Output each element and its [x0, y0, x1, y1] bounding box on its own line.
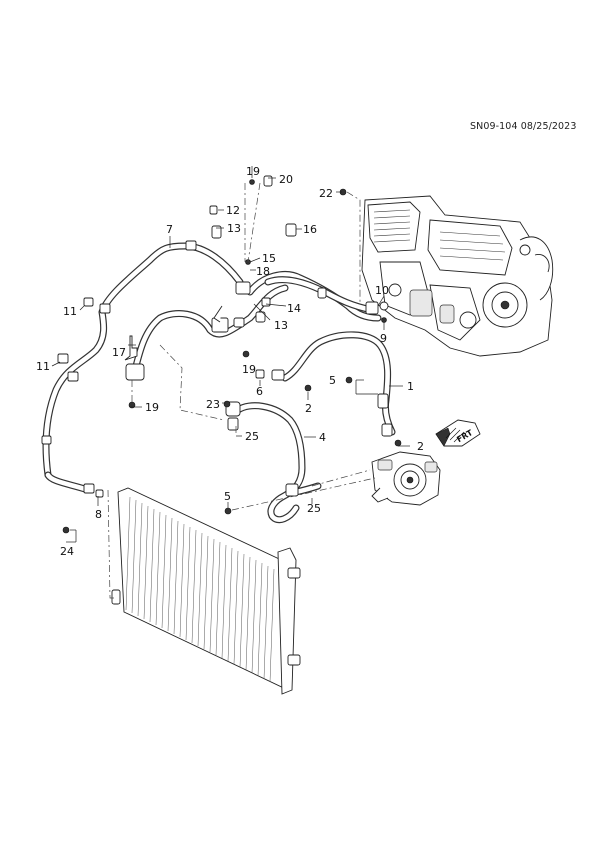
callout-23: 23 — [206, 398, 220, 411]
callout-17: 17 — [112, 346, 126, 359]
callout-5-lower: 5 — [224, 490, 231, 503]
callout-11-lower: 11 — [36, 360, 50, 373]
callout-1: 1 — [407, 380, 414, 393]
ac-compressor — [371, 451, 441, 506]
callout-12: 12 — [226, 204, 240, 217]
callout-6: 6 — [256, 385, 263, 398]
callout-8: 8 — [95, 508, 102, 521]
callout-11-upper: 11 — [63, 305, 77, 318]
callout-2-lower: 2 — [417, 440, 424, 453]
callout-19-left: 19 — [145, 401, 159, 414]
refrigerant-hoses — [42, 242, 396, 524]
callout-18: 18 — [256, 265, 270, 278]
callout-25-lower: 25 — [307, 502, 321, 515]
callout-9: 9 — [380, 332, 387, 345]
callout-16: 16 — [303, 223, 317, 236]
callout-15: 15 — [262, 252, 276, 265]
callout-14: 14 — [287, 302, 301, 315]
dashed-reference-lines — [107, 182, 376, 599]
callout-4: 4 — [319, 431, 326, 444]
callout-20: 20 — [279, 173, 293, 186]
callout-19-middle: 19 — [242, 363, 256, 376]
front-direction-arrow: FRT — [435, 419, 481, 447]
callout-13-upper: 13 — [227, 222, 241, 235]
callout-25-upper: 25 — [245, 430, 259, 443]
callout-5-upper: 5 — [329, 374, 336, 387]
condenser — [111, 487, 301, 695]
callout-7: 7 — [166, 223, 173, 236]
callout-13-lower: 13 — [274, 319, 288, 332]
callout-22: 22 — [319, 187, 333, 200]
callout-19-top: 19 — [246, 165, 260, 178]
callout-10: 10 — [375, 284, 389, 297]
callout-2-upper: 2 — [305, 402, 312, 415]
fittings — [41, 175, 402, 534]
leader-lines — [51, 166, 410, 543]
diagram-reference-code: SN09-104 08/25/2023 — [470, 121, 577, 132]
callout-24: 24 — [60, 545, 74, 558]
callout-numbers: 1 2 2 4 5 5 6 7 8 9 10 11 11 12 13 13 14… — [36, 165, 424, 558]
hvac-module — [361, 195, 554, 357]
